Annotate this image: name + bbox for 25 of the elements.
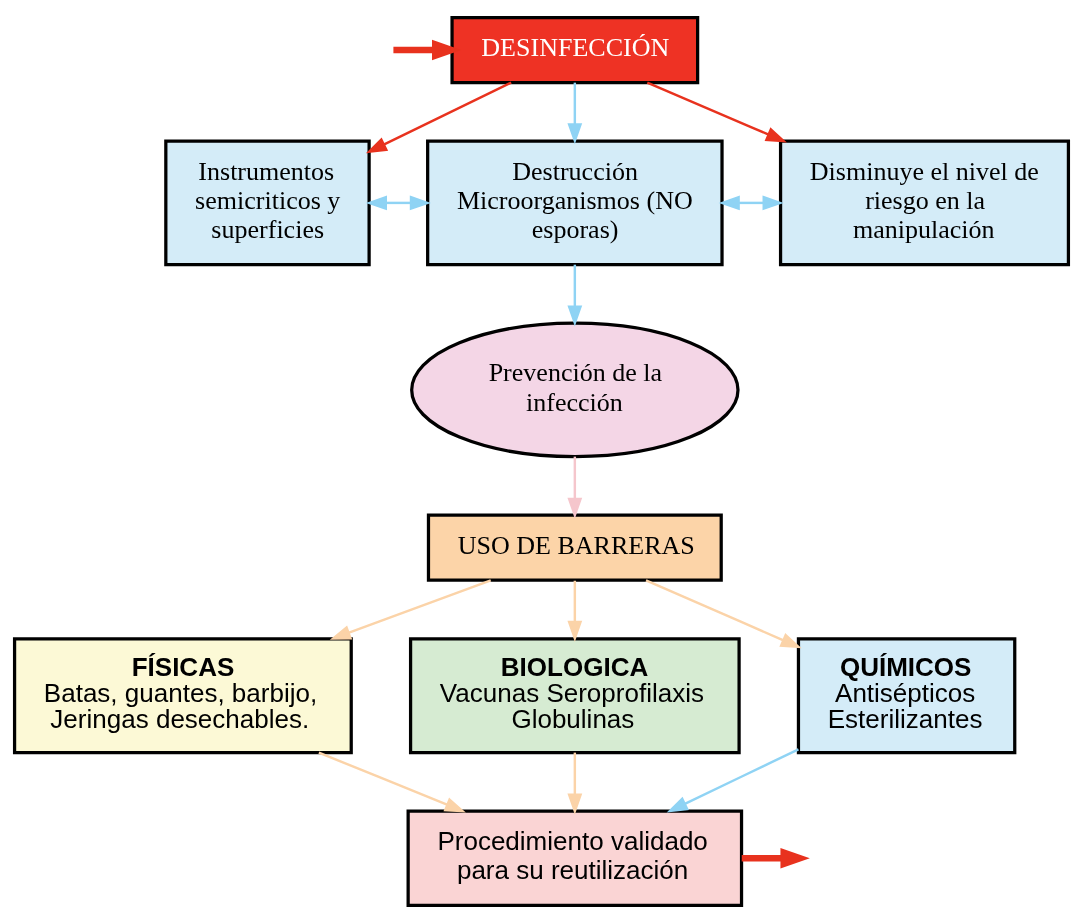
node-box: Instrumentos semicriticos y superficies: [164, 139, 371, 267]
arrow: [567, 456, 583, 519]
arrow: [365, 81, 512, 154]
arrow: [393, 39, 462, 61]
node-box: Destrucción Microorganismos (NO esporas): [426, 139, 724, 267]
node-box: Disminuye el nivel de riesgo en la manipulación: [778, 139, 1071, 267]
arrow: [365, 195, 431, 211]
arrow: [666, 748, 799, 813]
arrow: [567, 82, 583, 145]
arrow: [741, 848, 810, 869]
arrow: [718, 195, 784, 211]
node-box: QUÍMICOS Antisépticos Esterilizantes: [796, 637, 1017, 755]
node-box: Procedimiento validado para su reutilización: [406, 809, 744, 908]
arrow: [318, 751, 466, 813]
node-box: FÍSICAS Batas, guantes, barbijo, Jeringas desechables.: [12, 637, 353, 755]
node-ellipse: Prevención de la infección: [410, 321, 740, 459]
arrow: [567, 264, 583, 327]
arrow: [329, 579, 492, 640]
node-box: BIOLOGICA Vacunas Seroprofilaxis Globulinas: [408, 637, 741, 755]
arrow: [567, 580, 583, 642]
arrow: [645, 579, 802, 649]
node-box: USO DE BARRERAS: [426, 513, 723, 582]
node-box: DESINFECCIÓN: [450, 15, 700, 85]
arrow: [567, 752, 583, 815]
arrow: [646, 81, 787, 143]
